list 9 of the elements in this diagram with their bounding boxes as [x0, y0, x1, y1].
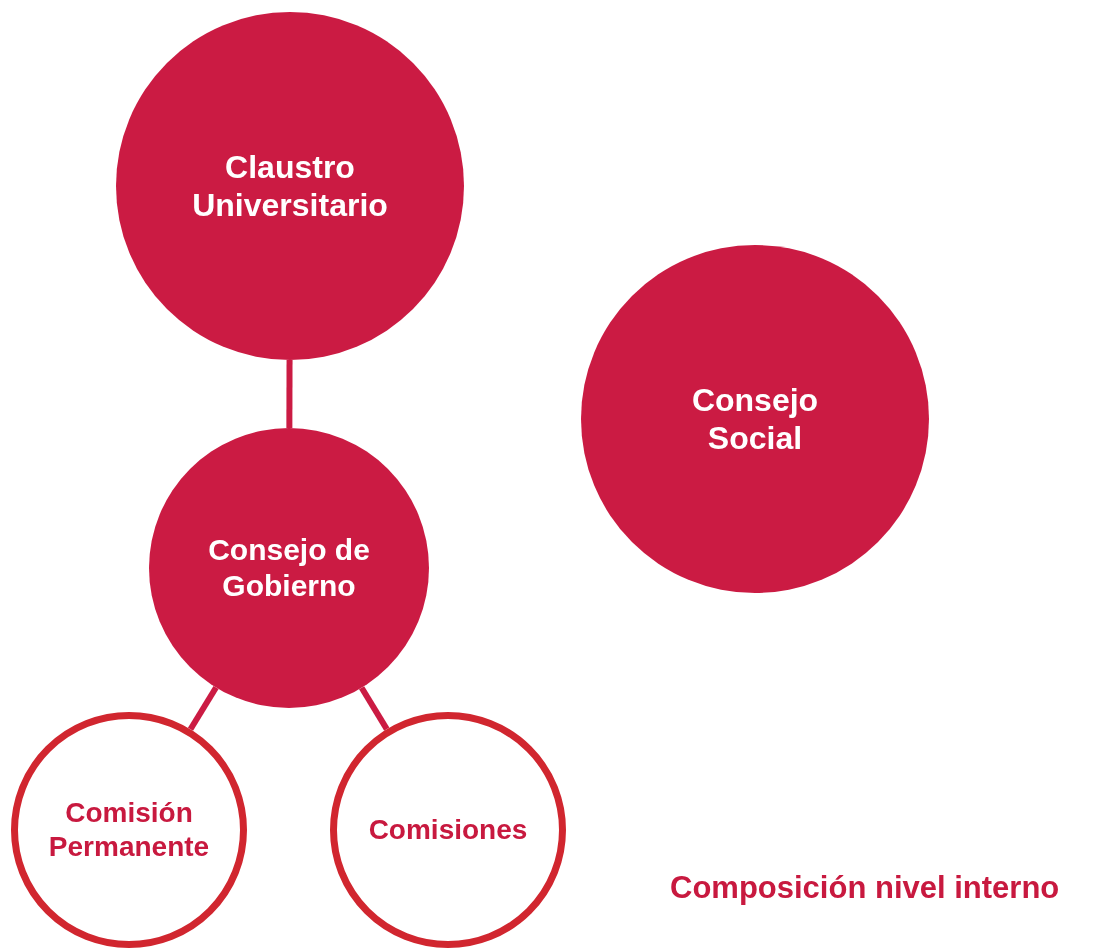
diagram-caption: Composición nivel interno — [670, 870, 1060, 906]
node-label: Consejo Social — [690, 380, 820, 458]
node-label: Comisión Permanente — [47, 796, 211, 864]
node-label: Comisiones — [368, 813, 528, 847]
connector-line — [359, 686, 390, 731]
node-label: Claustro Universitario — [191, 147, 389, 225]
node-label: Consejo de Gobierno — [207, 532, 371, 604]
connector-line — [187, 685, 219, 731]
connector-line — [286, 360, 293, 428]
